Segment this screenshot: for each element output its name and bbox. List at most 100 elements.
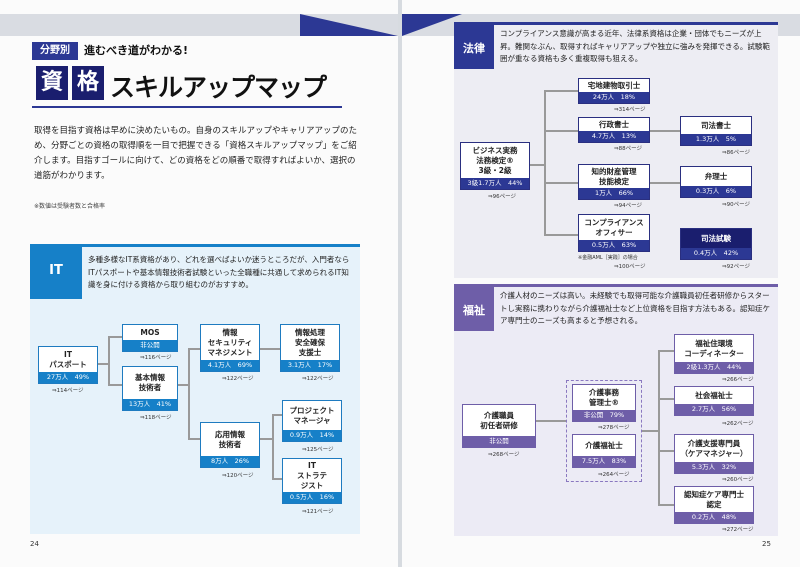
node-stat: 8万人 26%: [201, 456, 259, 467]
law-connector: [650, 130, 680, 132]
page-ref: ⇒114ページ: [52, 388, 84, 394]
it-connector: [108, 336, 110, 386]
welfare-connector: [536, 420, 566, 422]
it-connector: [260, 348, 280, 350]
node-stat: 27万人 49%: [39, 372, 97, 383]
node-stat: 非公開: [123, 340, 177, 351]
page-ref: ⇒122ページ: [302, 376, 334, 382]
it-connector: [272, 478, 282, 480]
page-ref: ⇒262ページ: [722, 421, 754, 427]
it-description: 多種多様なIT系資格があり、どれを選べばよいか迷うところだが、入門者ならITパス…: [88, 255, 350, 289]
it-connector: [98, 363, 108, 365]
it-connector: [108, 384, 122, 386]
law-description: コンプライアンス意識が高まる近年、法律系資格は企業・団体でもニーズが上昇。難関な…: [500, 29, 770, 63]
node-stat: 0.5万人 16%: [283, 492, 341, 503]
data-note: ※数値は受験者数と合格率: [34, 203, 106, 210]
welfare-description: 介護人材のニーズは高い。未経験でも取得可能な介護職員初任者研修からスタートし実務…: [500, 291, 770, 325]
page-number-right: 25: [762, 540, 771, 548]
page-ref: ⇒272ページ: [722, 527, 754, 533]
law-label-box: [454, 25, 494, 69]
left-band-triangle: [300, 14, 398, 36]
it-connector: [188, 348, 190, 440]
law-connector: [544, 130, 578, 132]
intro-text: 取得を目指す資格は早めに決めたいもの。自身のスキルアップやキャリアアップのため、…: [34, 126, 358, 181]
welfare-connector: [658, 504, 674, 506]
it-connector: [272, 414, 282, 416]
node-stat: 4.1万人 69%: [201, 360, 259, 371]
node-stat: 5.3万人 32%: [675, 462, 753, 473]
it-connector: [272, 414, 274, 480]
node-stat: 非公開 79%: [573, 410, 635, 421]
node-stat: 3.1万人 17%: [281, 360, 339, 371]
node-stat: 0.9万人 14%: [283, 430, 341, 441]
left-top-band: [0, 14, 398, 36]
welfare-connector: [658, 350, 674, 352]
it-connector: [188, 348, 200, 350]
page-ref: ⇒86ページ: [722, 150, 750, 156]
node-shonin-kenshu: 介護職員 初任者研修非公開: [462, 404, 536, 448]
node-stat: 0.3万人 6%: [681, 186, 751, 197]
law-connector: [544, 182, 578, 184]
right-band-triangle: [402, 14, 462, 36]
page-ref: ⇒266ページ: [722, 377, 754, 383]
page-ref: ⇒116ページ: [140, 355, 172, 361]
node-stat: 2級1.3万人 44%: [675, 362, 753, 373]
page-ref: ⇒314ページ: [614, 107, 646, 113]
law-connector: [544, 90, 546, 236]
page-number-left: 24: [30, 540, 39, 548]
page-ref: ⇒120ページ: [222, 473, 254, 479]
law-connector: [544, 234, 578, 236]
it-label: IT: [49, 263, 63, 278]
page-ref: ⇒96ページ: [488, 194, 516, 200]
law-connector: [544, 90, 578, 92]
node-stat: 7.5万人 83%: [573, 456, 635, 467]
title-underline: [32, 106, 342, 108]
node-stat: 2.7万人 56%: [675, 404, 753, 415]
page-ref: ⇒264ページ: [598, 472, 630, 478]
page-ref: ⇒268ページ: [488, 452, 520, 458]
page-ref: ⇒118ページ: [140, 415, 172, 421]
node-stat: 0.2万人 48%: [675, 512, 753, 523]
law-connector: [650, 182, 680, 184]
node-stat: 非公開: [463, 436, 535, 447]
it-connector: [178, 384, 188, 386]
it-connector: [108, 336, 122, 338]
aml-note: ※金融AML［実践］の場合: [578, 255, 638, 261]
dashed-group-box: [566, 380, 642, 482]
law-label: 法律: [463, 42, 485, 55]
page-ref: ⇒90ページ: [722, 202, 750, 208]
welfare-connector: [658, 398, 674, 400]
page-ref: ⇒100ページ: [614, 264, 646, 270]
it-label-box: [30, 247, 82, 299]
it-connector: [260, 438, 272, 440]
node-stat: 0.4万人 42%: [681, 248, 751, 259]
page-ref: ⇒278ページ: [598, 425, 630, 431]
title-kanji-2: 格: [72, 66, 104, 100]
page-ref: ⇒125ページ: [302, 447, 334, 453]
page-ref: ⇒92ページ: [722, 264, 750, 270]
gutter: [398, 0, 402, 567]
law-connector: [530, 164, 544, 166]
page-ref: ⇒121ページ: [302, 509, 334, 515]
node-stat: 0.5万人 63%: [579, 240, 649, 251]
node-stat: 1.3万人 5%: [681, 134, 751, 145]
it-connector: [188, 438, 200, 440]
node-care-manager: 介護支援専門員 （ケアマネジャー）5.3万人 32%: [674, 434, 754, 474]
title-kanji-1: 資: [36, 66, 68, 100]
tagline: 進むべき道がわかる!: [84, 44, 189, 57]
